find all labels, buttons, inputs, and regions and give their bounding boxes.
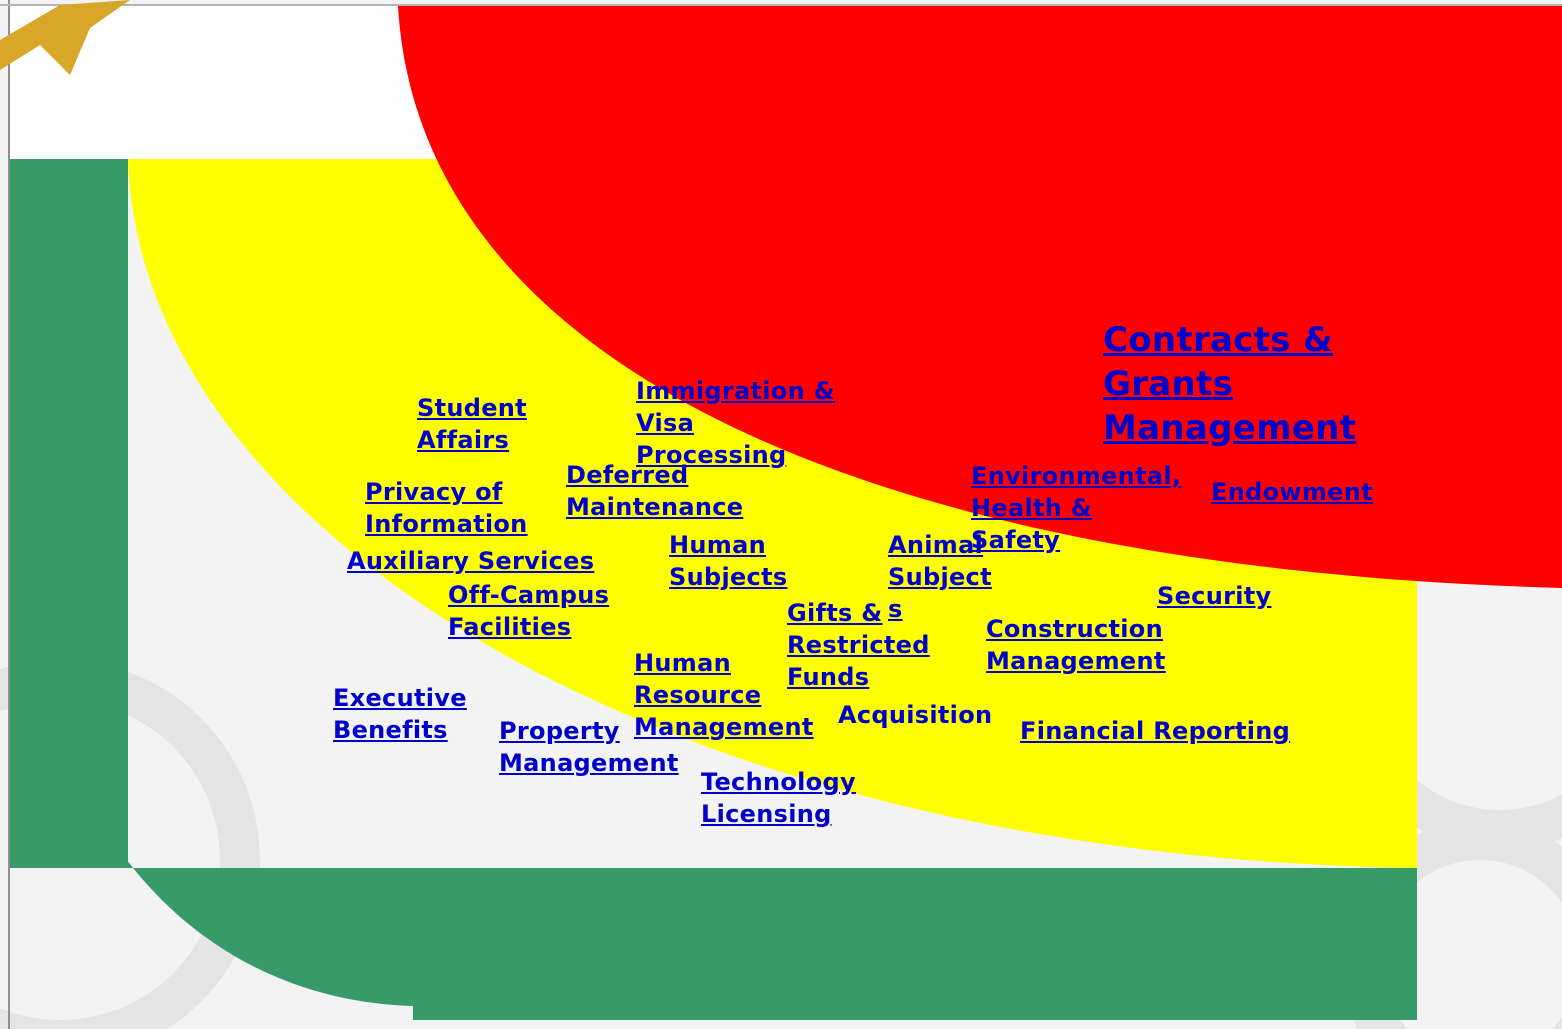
link-immigration[interactable]: Immigration & Visa Processing (636, 377, 835, 469)
link-off-campus[interactable]: Off-Campus Facilities (448, 581, 610, 641)
link-construction[interactable]: Construction Management (986, 615, 1166, 675)
link-security[interactable]: Security (1157, 582, 1272, 610)
link-human-subjects[interactable]: Human Subjects (669, 531, 788, 591)
link-auxiliary[interactable]: Auxiliary Services (347, 547, 595, 575)
link-property[interactable]: Property Management (499, 717, 679, 777)
link-financial[interactable]: Financial Reporting (1020, 717, 1291, 745)
link-animal-subjects[interactable]: Animal Subject s (888, 531, 992, 623)
link-environmental[interactable]: Environmental, Health & Safety (971, 462, 1182, 554)
link-endowment[interactable]: Endowment (1211, 478, 1373, 506)
link-gifts[interactable]: Gifts & Restricted Funds (787, 599, 930, 691)
gold-star-logo-icon (0, 0, 130, 75)
green-zone (10, 159, 1417, 1020)
green-zone-fill (10, 159, 128, 868)
link-executive[interactable]: Executive Benefits (333, 684, 467, 744)
label-acquisition: Acquisition (838, 701, 993, 729)
red-zone (398, 6, 1562, 588)
link-privacy[interactable]: Privacy of Information (365, 478, 528, 538)
link-contracts-grants[interactable]: Contracts & Grants Management (1103, 320, 1357, 448)
link-hrm[interactable]: Human Resource Management (634, 649, 814, 741)
link-student-affairs[interactable]: Student Affairs (417, 394, 527, 454)
link-deferred-maintenance[interactable]: Deferred Maintenance (566, 461, 744, 521)
link-technology[interactable]: Technology Licensing (701, 768, 856, 828)
